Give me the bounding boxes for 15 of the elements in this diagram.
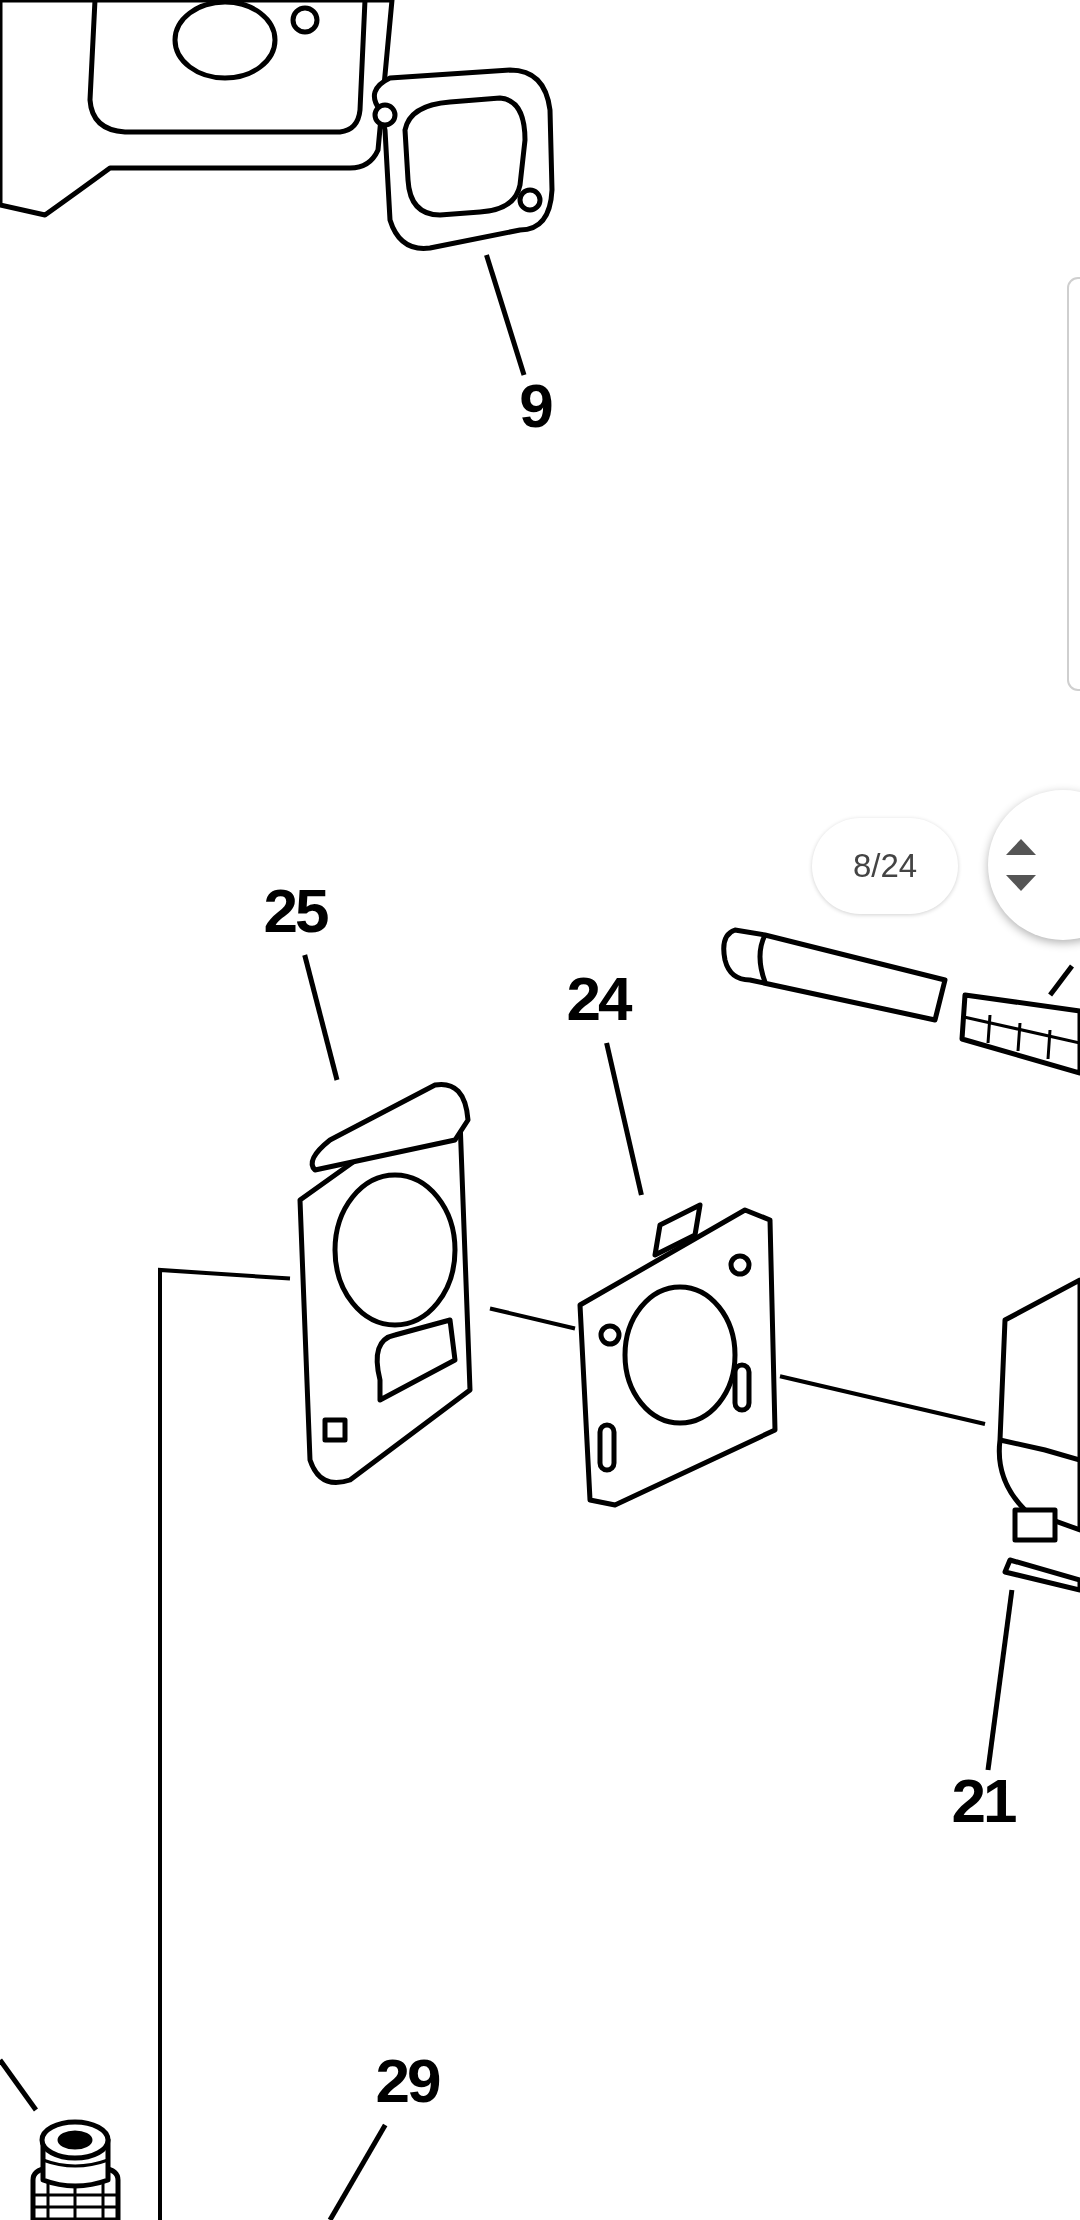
leader-line [0,2058,38,2112]
leader-line [302,954,340,1081]
callout-number: 24 [565,968,632,1030]
callout-number: 9 [518,375,553,437]
leader-line [604,1042,644,1196]
page-counter: 8/24 [812,818,958,914]
callout-number: 21 [950,1770,1016,1832]
leader-line [1048,964,1074,997]
assembly-line [158,1267,291,2220]
leader-line [327,2123,388,2220]
callout-number: 25 [262,880,328,942]
assembly-line [489,1306,576,1331]
leader-line [484,254,527,376]
callout-number: 29 [374,2050,440,2112]
assembly-line [779,1374,986,1426]
